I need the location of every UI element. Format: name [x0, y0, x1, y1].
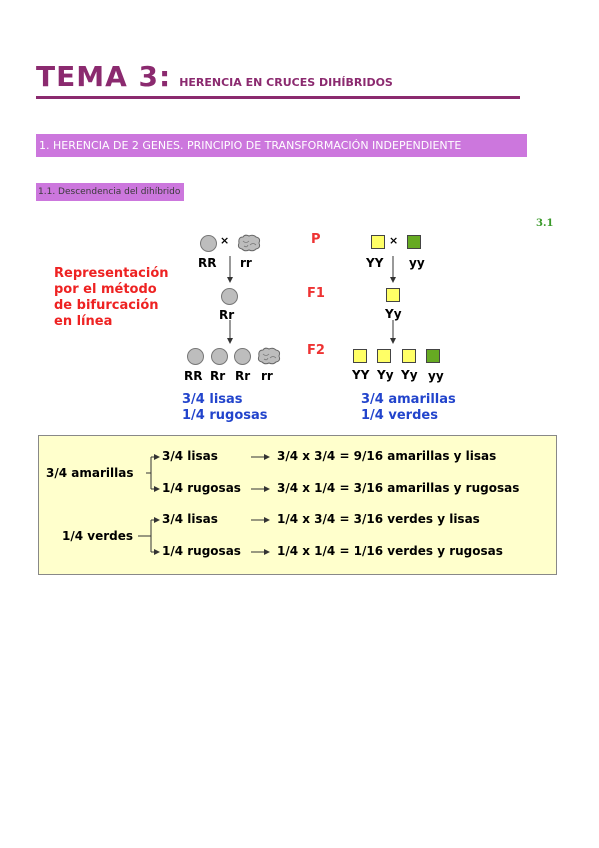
branch-label: 1/4 rugosas	[162, 544, 241, 558]
bracket-group-1	[146, 457, 152, 489]
generation-label-f2: F2	[307, 343, 325, 358]
cross-symbol: ×	[389, 234, 399, 247]
group-parent-label: 3/4 amarillas	[46, 466, 134, 480]
cross-arrows	[227, 256, 396, 344]
branch-result: 1/4 x 1/4 = 1/16 verdes y rugosas	[277, 544, 503, 558]
genotype-label: Rr	[219, 308, 235, 322]
title-subtitle: HERENCIA EN CRUCES DIHÍBRIDOS	[179, 76, 393, 89]
section-heading: 1. HERENCIA DE 2 GENES. PRINCIPIO DE TRA…	[36, 134, 527, 157]
summary-line: 3/4 lisas	[182, 392, 243, 407]
cross-symbol: ×	[220, 234, 230, 247]
genotype-label: Yy	[385, 307, 402, 321]
wrinkled-seed-icon	[237, 234, 261, 252]
generation-label-p: P	[311, 232, 321, 247]
branch-label: 1/4 rugosas	[162, 481, 241, 495]
genotype-label: rr	[261, 369, 273, 383]
branch-result: 1/4 x 3/4 = 3/16 verdes y lisas	[277, 512, 480, 526]
branch-label: 3/4 lisas	[162, 449, 218, 463]
round-seed-icon	[200, 235, 217, 252]
group-parent-label: 1/4 verdes	[62, 529, 134, 543]
genotype-label: yy	[428, 369, 444, 383]
description-line: por el método	[54, 282, 157, 297]
shape-summary: 3/4 lisas 1/4 rugosas	[182, 392, 268, 424]
genotype-label: RR	[198, 256, 217, 270]
yellow-seed-icon	[377, 349, 391, 363]
wrinkled-seed-icon	[257, 347, 281, 365]
yellow-seed-icon	[402, 349, 416, 363]
genotype-label: Yy	[377, 368, 394, 382]
branch-result: 3/4 x 1/4 = 3/16 amarillas y rugosas	[277, 481, 520, 495]
subsection-heading: 1.1. Descendencia del dihíbrido	[36, 183, 184, 201]
branch-lines	[138, 454, 270, 555]
title-divider	[36, 96, 520, 99]
yellow-seed-icon	[386, 288, 400, 302]
description-line: Representación	[54, 266, 169, 281]
round-seed-icon	[187, 348, 204, 365]
summary-line: 1/4 verdes	[361, 408, 438, 423]
green-seed-icon	[426, 349, 440, 363]
genotype-label: Rr	[235, 369, 251, 383]
title-main: TEMA 3:	[36, 60, 172, 93]
genotype-label: YY	[352, 368, 370, 382]
combination-box	[38, 435, 557, 575]
genotype-label: rr	[240, 256, 252, 270]
round-seed-icon	[234, 348, 251, 365]
page-title: TEMA 3: HERENCIA EN CRUCES DIHÍBRIDOS	[36, 60, 393, 93]
yellow-seed-icon	[371, 235, 385, 249]
green-seed-icon	[407, 235, 421, 249]
yellow-seed-icon	[353, 349, 367, 363]
branch-label: 3/4 lisas	[162, 512, 218, 526]
round-seed-icon	[211, 348, 228, 365]
genotype-label: YY	[366, 256, 384, 270]
color-summary: 3/4 amarillas 1/4 verdes	[361, 392, 456, 424]
generation-label-f1: F1	[307, 286, 325, 301]
genotype-label: yy	[409, 256, 425, 270]
summary-line: 1/4 rugosas	[182, 408, 268, 423]
genotype-label: Rr	[210, 369, 226, 383]
branch-result: 3/4 x 3/4 = 9/16 amarillas y lisas	[277, 449, 497, 463]
bracket-group-2	[138, 520, 152, 552]
description-line: en línea	[54, 314, 113, 329]
figure-description: Representación por el método de bifurcac…	[54, 266, 169, 330]
description-line: de bifurcación	[54, 298, 159, 313]
summary-line: 3/4 amarillas	[361, 392, 456, 407]
round-seed-icon	[221, 288, 238, 305]
figure-number: 3.1	[536, 218, 554, 229]
genotype-label: RR	[184, 369, 203, 383]
genotype-label: Yy	[401, 368, 418, 382]
